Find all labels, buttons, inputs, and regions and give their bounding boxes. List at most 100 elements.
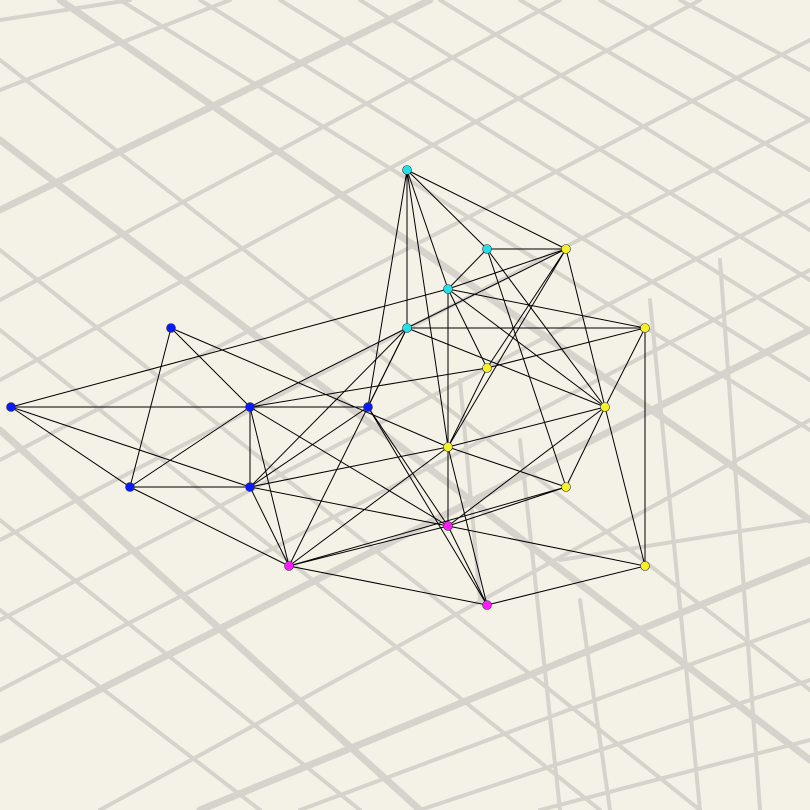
graph-edge-y7-m1	[447, 525, 646, 567]
graph-edge-c1-y1	[406, 169, 567, 250]
street-segment	[0, 38, 810, 462]
graph-edge-c4-m3	[288, 327, 408, 567]
street-segment	[0, 518, 362, 810]
graph-edge-b4-b6	[249, 406, 369, 488]
street-segment	[648, 298, 702, 810]
graph-node-blue[interactable]	[245, 402, 255, 412]
street-segment	[538, 738, 810, 810]
street-segment	[0, 58, 810, 692]
street-segment	[56, 0, 810, 524]
graph-node-cyan[interactable]	[402, 165, 412, 175]
street-segment	[558, 518, 810, 562]
street-segment	[0, 0, 562, 302]
graph-node-cyan[interactable]	[402, 323, 412, 333]
street-segment	[198, 0, 810, 382]
graph-edge-m1-m2	[447, 525, 488, 606]
graph-edge-m1-m3	[288, 525, 449, 567]
graph-edge-c3-y5	[447, 288, 606, 408]
graph-node-blue[interactable]	[166, 323, 176, 333]
street-segment	[678, 0, 810, 72]
street-segment	[0, 136, 810, 764]
graph-edge-c3-b1	[10, 288, 449, 408]
graph-edge-b1-b6	[10, 406, 251, 488]
graph-edge-c3-y2	[447, 288, 646, 329]
graph-edge-y4-y6	[447, 446, 567, 488]
graph-edge-m3-b5	[129, 486, 290, 567]
graph-edge-y2-y3	[486, 327, 646, 369]
graph-node-magenta[interactable]	[482, 600, 492, 610]
street-segment	[0, 198, 810, 622]
street-segment	[418, 678, 810, 810]
graph-edge-y2-y5	[604, 327, 646, 408]
graph-node-yellow[interactable]	[561, 244, 571, 254]
graph-node-magenta[interactable]	[443, 521, 453, 531]
graph-edge-c4-y5	[406, 327, 606, 408]
graph-edge-m3-b6	[249, 486, 290, 567]
graph-edge-y6-m3	[288, 486, 567, 567]
graph-edge-y1-y3	[486, 248, 567, 369]
graph-edge-y5-y7	[604, 406, 646, 567]
graph-node-yellow[interactable]	[443, 442, 453, 452]
street-segment	[578, 598, 612, 810]
street-segment	[518, 0, 810, 172]
graph-node-blue[interactable]	[245, 482, 255, 492]
graph-edge-c1-b4	[367, 169, 408, 408]
graph-node-cyan[interactable]	[443, 284, 453, 294]
graph-edge-c1-c3	[406, 169, 449, 290]
graph-edge-y5-y4	[447, 406, 606, 448]
graph-edge-y7-m2	[486, 565, 646, 606]
street-segment	[0, 608, 262, 810]
graph-edge-b2-b5	[129, 327, 172, 488]
street-segment	[358, 0, 810, 282]
graph-edge-m1-b3	[249, 406, 449, 527]
graph-edge-y4-b2	[170, 327, 449, 448]
graph-node-blue[interactable]	[6, 402, 16, 412]
graph-edge-m3-b3	[249, 406, 290, 567]
graph-node-magenta[interactable]	[284, 561, 294, 571]
graph-nodes[interactable]	[6, 165, 650, 610]
graph-node-cyan[interactable]	[482, 244, 492, 254]
graph-node-blue[interactable]	[363, 402, 373, 412]
graph-edge-c2-y6	[486, 248, 567, 488]
street-segment	[0, 0, 132, 22]
graph-edge-y1-c4	[406, 248, 567, 329]
street-segment	[196, 556, 810, 810]
graph-edge-c1-y4	[406, 169, 449, 448]
graph-node-yellow[interactable]	[600, 402, 610, 412]
graph-edge-c2-c3	[447, 248, 488, 290]
street-segment	[0, 326, 810, 744]
street-segment	[118, 0, 810, 432]
graph-edge-m1-b4	[367, 406, 449, 527]
graph-edge-y4-m3	[288, 446, 449, 567]
graph-node-yellow[interactable]	[640, 561, 650, 571]
street-segment	[298, 618, 810, 810]
graph-edge-y5-m1	[447, 406, 606, 527]
street-segment	[0, 248, 702, 810]
street-segment	[0, 268, 810, 692]
graph-edge-m2-b4	[367, 406, 488, 606]
street-segment	[0, 0, 702, 382]
street-segment	[0, 0, 232, 92]
graph-edge-y3-y4	[447, 367, 488, 448]
graph-node-yellow[interactable]	[482, 363, 492, 373]
graph-node-yellow[interactable]	[561, 482, 571, 492]
graph-edge-y1-y4	[447, 248, 567, 448]
street-segment	[598, 0, 810, 122]
street-segment	[438, 0, 810, 232]
graph-edge-y6-m1	[447, 486, 567, 527]
graph-edge-m2-m3	[288, 565, 488, 606]
street-segment	[98, 418, 810, 810]
graph-edge-y1-c3	[447, 248, 567, 290]
graph-edge-m1-b6	[249, 486, 449, 527]
graph-edge-y3-b3	[249, 367, 488, 408]
graph-edge-b3-b5	[129, 406, 251, 488]
graph-node-yellow[interactable]	[640, 323, 650, 333]
graph-node-blue[interactable]	[125, 482, 135, 492]
graph-edge-b2-b3	[170, 327, 251, 408]
graph-edge-b1-b5	[10, 406, 131, 488]
graph-edges	[10, 169, 646, 606]
graph-edge-c1-c2	[406, 169, 488, 250]
graph-edge-y4-m2	[447, 446, 488, 606]
